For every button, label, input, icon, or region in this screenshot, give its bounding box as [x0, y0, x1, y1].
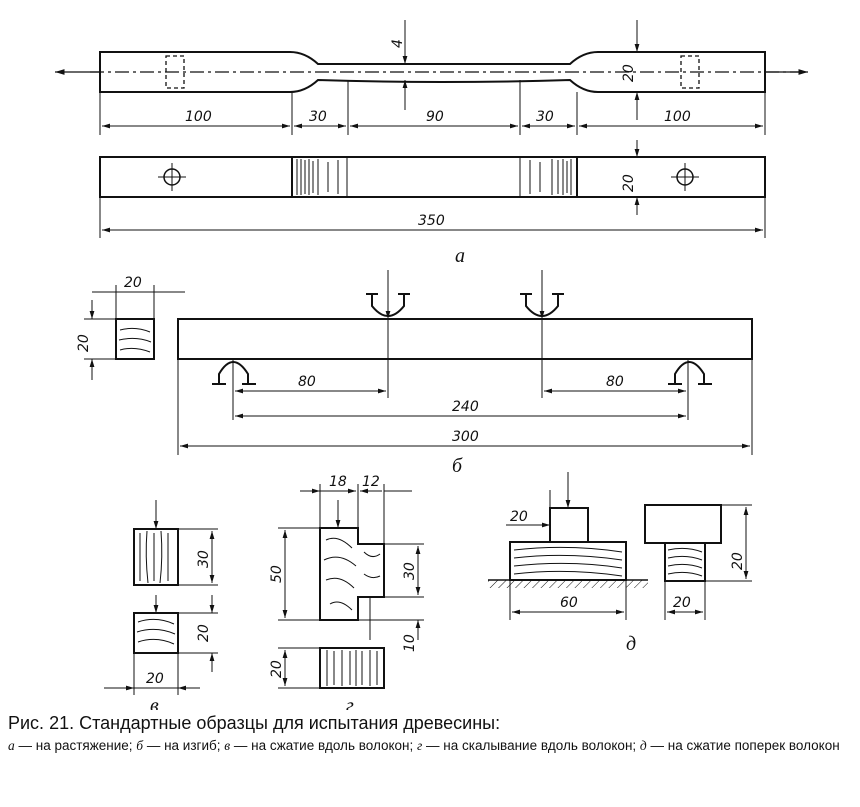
technical-drawing: 4 20 100 30 90 30 100 [54, 20, 808, 710]
dim-label-total-a: 350 [418, 213, 445, 229]
dimension-compression [104, 500, 218, 695]
caption-title: Рис. 21. Стандартные образцы для испытан… [8, 713, 501, 733]
legend-letter-b: б [136, 738, 144, 753]
dimension-total-350 [99, 197, 766, 238]
caption-legend: а — на растяжение; б — на изгиб; в — на … [8, 738, 856, 754]
load-knife-right [520, 270, 564, 319]
dim-label-top-right: 12 [362, 474, 380, 490]
dim-label-grip-left: 100 [185, 109, 212, 125]
figure-label-b: б [452, 455, 463, 477]
dim-label-support-span: 240 [452, 399, 479, 415]
dimension-d-left [506, 490, 627, 620]
dimension-lengths-row [99, 80, 766, 135]
dim-label-transition-right: 30 [536, 109, 554, 125]
dimension-bending [177, 319, 753, 455]
legend-letter-d: д [639, 738, 647, 753]
figure-label-v: в [150, 695, 159, 710]
dim-label-height-a: 20 [621, 64, 637, 82]
dim-label-base-length: 60 [560, 595, 578, 611]
legend-letter-a: а [8, 738, 15, 753]
dim-label-top-left: 18 [329, 474, 347, 490]
legend-letter-v: в [224, 738, 231, 753]
dimension-shear [278, 484, 424, 689]
bending-cross-section [115, 318, 155, 360]
legend-text-d: — на сжатие поперек волокон [646, 738, 840, 753]
dim-label-right-span: 80 [606, 374, 624, 390]
bending-beam [177, 318, 753, 360]
dim-label-transition-left: 30 [309, 109, 327, 125]
pin-hole-left [158, 163, 186, 191]
dim-label-section-width: 20 [124, 275, 142, 291]
legend-text-v: — на сжатие вдоль волокон; [230, 738, 418, 753]
legend-text-a: — на растяжение; [14, 738, 137, 753]
wood-grain-right [519, 157, 578, 197]
dim-label-width-d: 20 [673, 595, 691, 611]
figure-label-d: д [626, 633, 636, 655]
tension-specimen-side-view [99, 156, 766, 198]
support-right [668, 361, 712, 385]
dim-label-base-height: 20 [269, 660, 285, 678]
shear-specimen [319, 527, 385, 621]
wood-grain-left [291, 157, 348, 197]
ground-hatching [488, 579, 648, 588]
dim-label-center: 90 [426, 109, 444, 125]
dim-label-thickness: 4 [390, 39, 406, 48]
dim-label-total-b: 300 [452, 429, 479, 445]
figure-caption: Рис. 21. Стандартные образцы для испытан… [8, 712, 856, 754]
dim-label-bottom-step: 10 [402, 634, 418, 652]
punch-block [549, 507, 589, 543]
platen-block [644, 504, 722, 544]
figure-label-a: а [455, 245, 465, 267]
specimen-long [509, 541, 627, 581]
load-knife-left [366, 270, 410, 319]
compression-specimen-tall [133, 528, 179, 586]
dim-label-tall-height: 30 [196, 550, 212, 568]
legend-text-g: — на скалывание вдоль волокон; [422, 738, 640, 753]
dim-label-short-height: 20 [196, 624, 212, 642]
support-left [212, 361, 256, 385]
dim-label-side-height: 20 [621, 174, 637, 192]
legend-text-b: — на изгиб; [143, 738, 225, 753]
dim-label-width-v: 20 [146, 671, 164, 687]
dim-label-grip-right: 100 [664, 109, 691, 125]
dim-label-section-height: 20 [76, 334, 92, 352]
dim-label-total-height: 50 [269, 565, 285, 583]
dimension-section [84, 285, 185, 380]
dim-label-height-d: 20 [730, 552, 746, 570]
figure-label-g: г [346, 695, 354, 710]
specimen-short [664, 542, 706, 582]
dimension-d-right [664, 504, 752, 620]
shear-base-block [319, 647, 385, 689]
legend-letter-g: г [417, 738, 423, 753]
dim-label-left-span: 80 [298, 374, 316, 390]
pin-hole-right [671, 163, 699, 191]
dim-label-punch-width: 20 [510, 509, 528, 525]
compression-specimen-short [133, 612, 179, 654]
dimension-height-20 [634, 20, 765, 120]
dim-label-notch-height: 30 [402, 562, 418, 580]
